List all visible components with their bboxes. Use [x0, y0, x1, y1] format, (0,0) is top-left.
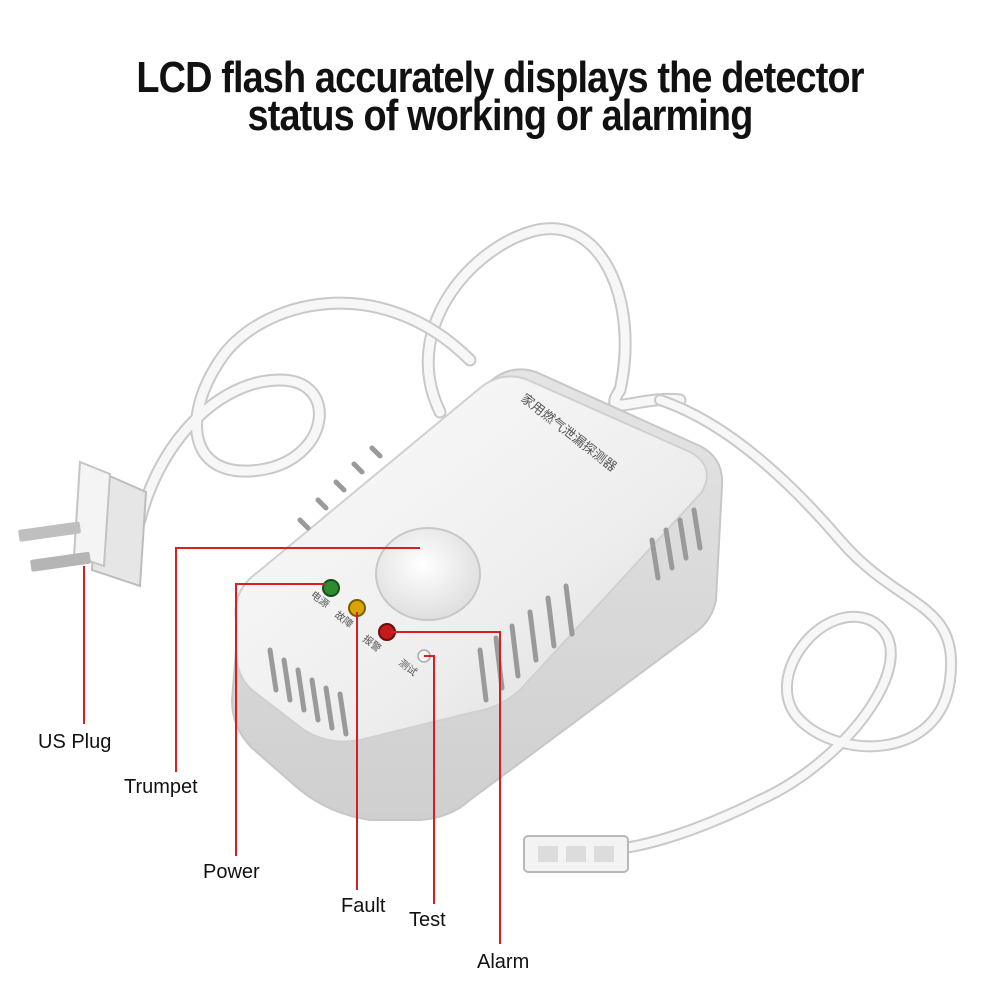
callout-trumpet: Trumpet	[124, 776, 198, 798]
power-led	[322, 579, 340, 597]
output-cable	[594, 394, 958, 856]
test-leader	[424, 655, 435, 904]
callout-alarm: Alarm	[477, 951, 530, 973]
leader-lines	[83, 547, 501, 944]
us-plug	[18, 460, 148, 588]
headline-line-2: status of working or alarming	[247, 91, 754, 140]
trumpet-leader	[175, 547, 420, 772]
headline-line-1: LCD flash accurately displays the detect…	[136, 53, 864, 102]
callout-fault: Fault	[341, 895, 386, 917]
power-leader	[235, 583, 326, 856]
power-cord	[133, 222, 687, 527]
alarm-leader	[391, 631, 501, 944]
callout-power: Power	[203, 861, 260, 883]
vents	[267, 445, 703, 737]
callout-us-plug: US Plug	[38, 731, 112, 753]
callout-test: Test	[409, 909, 446, 931]
trumpet-speaker	[375, 527, 481, 621]
cable-connector	[523, 835, 629, 873]
